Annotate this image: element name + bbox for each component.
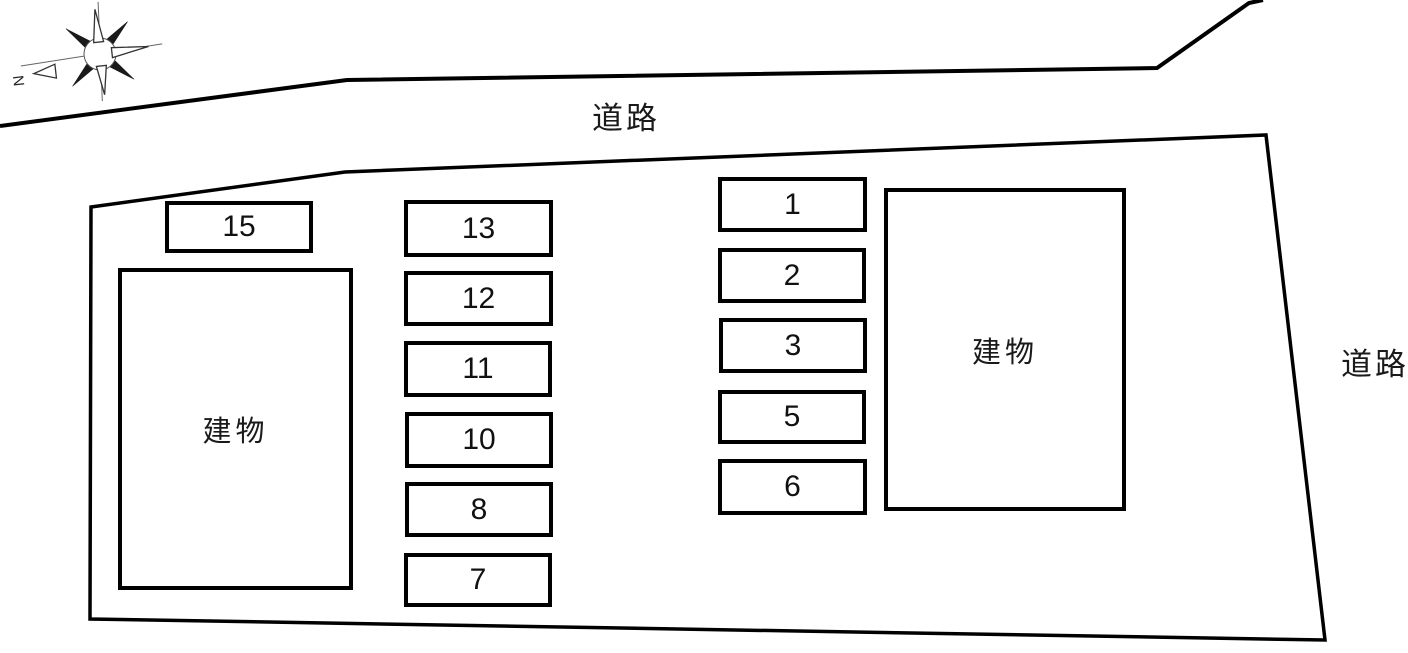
north-arrow (31, 63, 58, 79)
building-right: 建物 (884, 188, 1126, 511)
site-boundary (88, 133, 1327, 642)
compass-north-icon: N (9, 1, 163, 102)
parking-spot-11: 11 (404, 341, 552, 397)
building-right-label: 建物 (971, 336, 1038, 369)
parking-spot-1: 1 (718, 177, 867, 232)
building-left: 建物 (118, 268, 353, 590)
parking-spot-15: 15 (165, 201, 313, 253)
parking-spot-8: 8 (405, 482, 553, 537)
parking-spot-12: 12 (404, 271, 553, 326)
road-label-top: 道路 (592, 101, 660, 136)
building-left-label: 建物 (202, 416, 269, 448)
parking-spot-10: 10 (405, 412, 553, 468)
parking-spot-2: 2 (718, 248, 866, 303)
parking-spot-7: 7 (404, 553, 552, 607)
road-label-right: 道路 (1341, 347, 1408, 382)
compass-north-label: N (9, 75, 27, 88)
parking-spot-13: 13 (404, 200, 553, 257)
parking-spot-5: 5 (718, 390, 866, 444)
parking-spot-3: 3 (719, 318, 867, 373)
road-edge-top (0, 0, 1264, 128)
parking-spot-6: 6 (718, 459, 867, 515)
